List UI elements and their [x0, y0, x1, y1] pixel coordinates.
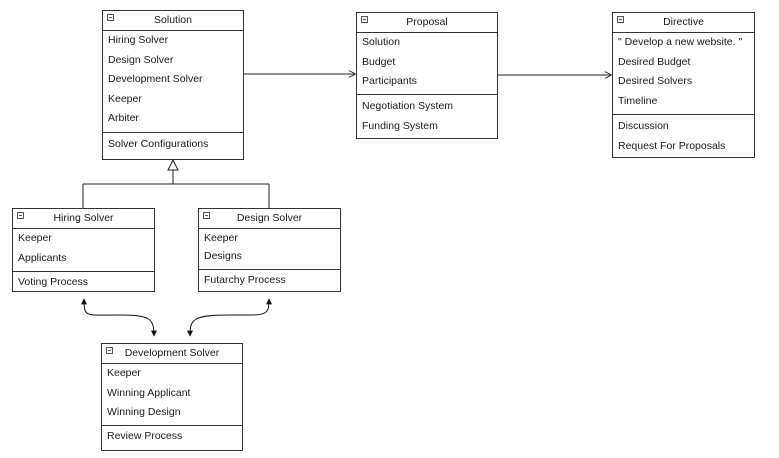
inheritance-connector — [82, 158, 270, 208]
class-development-solver[interactable]: Development Solver Keeper Winning Applic… — [101, 343, 243, 451]
attribute[interactable]: Development Solver — [108, 73, 203, 85]
attribute[interactable]: Applicants — [18, 251, 67, 264]
class-title: Directive — [663, 16, 704, 28]
operation[interactable]: Negotiation System — [362, 100, 454, 112]
attribute[interactable]: Desired Budget — [618, 55, 691, 68]
link-hiring-development — [81, 298, 157, 337]
attributes-section: Hiring Solver Design Solver Development … — [103, 31, 243, 132]
collapse-icon[interactable] — [106, 347, 113, 354]
collapse-icon[interactable] — [617, 16, 624, 23]
class-title: Proposal — [406, 16, 448, 28]
attribute[interactable]: Arbiter — [108, 112, 139, 124]
attribute[interactable]: Keeper — [18, 232, 52, 244]
generalization-triangle-icon — [167, 158, 179, 171]
class-hiring-solver[interactable]: Hiring Solver Keeper Applicants Voting P… — [12, 208, 155, 292]
attributes-section: Keeper Designs — [199, 229, 340, 269]
class-title: Design Solver — [236, 212, 303, 224]
collapse-icon[interactable] — [361, 16, 368, 23]
operation[interactable]: Funding System — [362, 119, 438, 132]
collapse-icon[interactable] — [17, 212, 24, 219]
class-header: Hiring Solver — [13, 209, 154, 229]
attribute[interactable]: Keeper — [204, 232, 238, 244]
attribute[interactable]: Budget — [362, 55, 396, 68]
operation[interactable]: Discussion — [618, 120, 669, 132]
attribute[interactable]: Design Solver — [108, 53, 174, 66]
attribute[interactable]: Timeline — [618, 94, 658, 107]
class-title: Development Solver — [124, 347, 220, 359]
attributes-section: " Develop a new website. " Desired Budge… — [613, 33, 754, 114]
attribute[interactable]: " Develop a new website. " — [618, 36, 743, 48]
class-proposal[interactable]: Proposal Solution Budget Participants Ne… — [356, 12, 498, 139]
attributes-section: Keeper Winning Applicant Winning Design — [102, 364, 242, 425]
attribute[interactable]: Keeper — [108, 92, 142, 105]
operation[interactable]: Review Process — [107, 430, 183, 442]
attributes-section: Solution Budget Participants — [357, 33, 497, 94]
operation[interactable]: Futarchy Process — [204, 274, 286, 286]
class-header: Design Solver — [199, 209, 340, 229]
class-title: Hiring Solver — [53, 212, 114, 224]
operations-section: Solver Configurations — [103, 132, 243, 155]
attribute[interactable]: Winning Design — [107, 406, 181, 418]
attributes-section: Keeper Applicants — [13, 229, 154, 271]
class-header: Solution — [103, 11, 243, 31]
link-design-development — [187, 298, 272, 337]
operations-section: Voting Process — [13, 271, 154, 293]
operations-section: Discussion Request For Proposals — [613, 114, 754, 156]
attribute[interactable]: Participants — [362, 75, 417, 87]
attribute[interactable]: Keeper — [107, 367, 141, 379]
operations-section: Negotiation System Funding System — [357, 94, 497, 136]
class-title: Solution — [154, 14, 192, 26]
collapse-icon[interactable] — [107, 14, 114, 21]
operation[interactable]: Solver Configurations — [108, 138, 209, 150]
attribute[interactable]: Designs — [204, 250, 242, 262]
operations-section: Futarchy Process — [199, 269, 340, 291]
operation[interactable]: Request For Proposals — [618, 139, 726, 152]
operations-section: Review Process — [102, 425, 242, 447]
operation[interactable]: Voting Process — [18, 276, 89, 288]
class-solution[interactable]: Solution Hiring Solver Design Solver Dev… — [102, 10, 244, 160]
class-header: Proposal — [357, 13, 497, 33]
attribute[interactable]: Winning Applicant — [107, 386, 191, 399]
class-directive[interactable]: Directive " Develop a new website. " Des… — [612, 12, 755, 158]
class-header: Development Solver — [102, 344, 242, 364]
attribute[interactable]: Desired Solvers — [618, 75, 693, 87]
collapse-icon[interactable] — [203, 212, 210, 219]
attribute[interactable]: Hiring Solver — [108, 34, 169, 46]
class-header: Directive — [613, 13, 754, 33]
class-design-solver[interactable]: Design Solver Keeper Designs Futarchy Pr… — [198, 208, 341, 292]
attribute[interactable]: Solution — [362, 36, 400, 48]
